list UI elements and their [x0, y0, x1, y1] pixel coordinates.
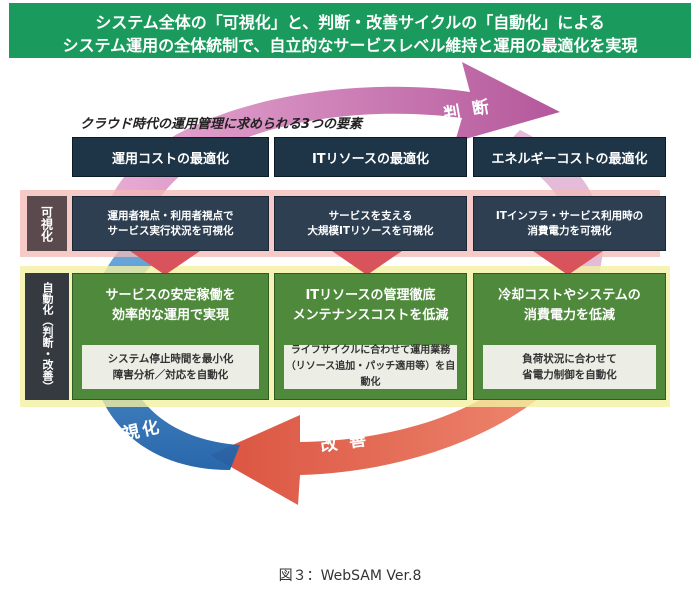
automation-cell-main: サービスの安定稼働を 効率的な運用で実現 — [105, 288, 236, 323]
visualization-cell: 運用者視点・利用者視点で サービス実行状況を可視化 — [72, 196, 269, 251]
improve-arrow — [210, 300, 600, 505]
automation-cell-main: ITリソースの管理徹底 メンテナンスコストを低減 — [292, 288, 449, 323]
automation-cell-sub: ライフサイクルに合わせて運用業務 （リソース追加・パッチ適用等）を自動化 — [284, 345, 457, 389]
judge-arrow — [110, 62, 560, 215]
header-banner: システム全体の「可視化」と、判断・改善サイクルの「自動化」による システム運用の… — [9, 3, 691, 58]
automation-cell-sub: システム停止時間を最小化 障害分析／対応を自動化 — [82, 345, 259, 389]
automation-cell: サービスの安定稼働を 効率的な運用で実現 システム停止時間を最小化 障害分析／対… — [72, 273, 269, 400]
figure-caption: 図３：WebSAM Ver.8 — [278, 568, 422, 584]
row-label-visualization: 可視化 — [27, 196, 67, 251]
header-line-2: システム運用の全体統制で、自立的なサービスレベル維持と運用の最適化を実現 — [62, 36, 638, 55]
automation-cell-main: 冷却コストやシステムの 消費電力を低減 — [498, 288, 641, 323]
column-header-it-resource: ITリソースの最適化 — [274, 137, 467, 177]
visualization-cell: サービスを支える 大規模ITリソースを可視化 — [274, 196, 467, 251]
automation-cell: ITリソースの管理徹底 メンテナンスコストを低減 ライフサイクルに合わせて運用業… — [274, 273, 467, 400]
down-arrow-1 — [130, 251, 200, 275]
column-header-operation-cost: 運用コストの最適化 — [72, 137, 269, 177]
row-label-automation: 自動化（判断・改善） — [25, 273, 69, 400]
automation-cell-sub: 負荷状況に合わせて 省電力制御を自動化 — [483, 345, 656, 389]
visualization-cell: ITインフラ・サービス利用時の 消費電力を可視化 — [473, 196, 666, 251]
header-line-1: システム全体の「可視化」と、判断・改善サイクルの「自動化」による — [95, 13, 605, 32]
down-arrow-3 — [533, 251, 603, 275]
column-header-energy-cost: エネルギーコストの最適化 — [473, 137, 666, 177]
down-arrow-2 — [332, 251, 402, 275]
automation-cell: 冷却コストやシステムの 消費電力を低減 負荷状況に合わせて 省電力制御を自動化 — [473, 273, 666, 400]
elements-subtitle: クラウド時代の運用管理に求められる3つの要素 — [80, 117, 363, 132]
